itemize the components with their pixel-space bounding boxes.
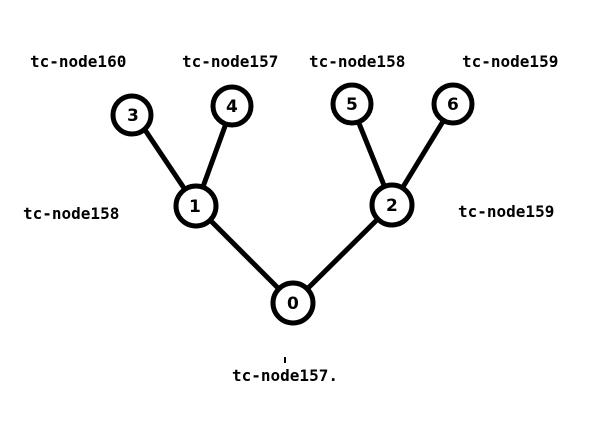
node-3-id: 3 xyxy=(127,106,139,126)
stray-mark xyxy=(284,357,286,363)
edge-0-1 xyxy=(193,203,296,306)
host-label-node-1: tc-node158 xyxy=(23,204,120,223)
node-6-id: 6 xyxy=(447,95,459,115)
host-label-node-4: tc-node157 xyxy=(182,52,279,71)
node-1: 1 xyxy=(173,183,219,229)
node-1-id: 1 xyxy=(189,197,201,217)
node-0-id: 0 xyxy=(287,294,299,314)
node-5-id: 5 xyxy=(346,95,358,115)
node-3: 3 xyxy=(110,93,154,137)
host-label-node-6: tc-node159 xyxy=(462,52,559,71)
node-6: 6 xyxy=(431,82,475,126)
node-2: 2 xyxy=(369,182,415,228)
node-4: 4 xyxy=(210,84,254,128)
host-label-node-5: tc-node158 xyxy=(309,52,406,71)
node-2-id: 2 xyxy=(386,196,398,216)
host-label-node-2: tc-node159 xyxy=(458,202,555,221)
node-4-id: 4 xyxy=(226,97,238,117)
node-5: 5 xyxy=(330,82,374,126)
edge-0-2 xyxy=(290,202,395,306)
host-label-node-3: tc-node160 xyxy=(30,52,127,71)
node-0: 0 xyxy=(270,280,316,326)
host-label-node-0: tc-node157. xyxy=(232,366,338,385)
